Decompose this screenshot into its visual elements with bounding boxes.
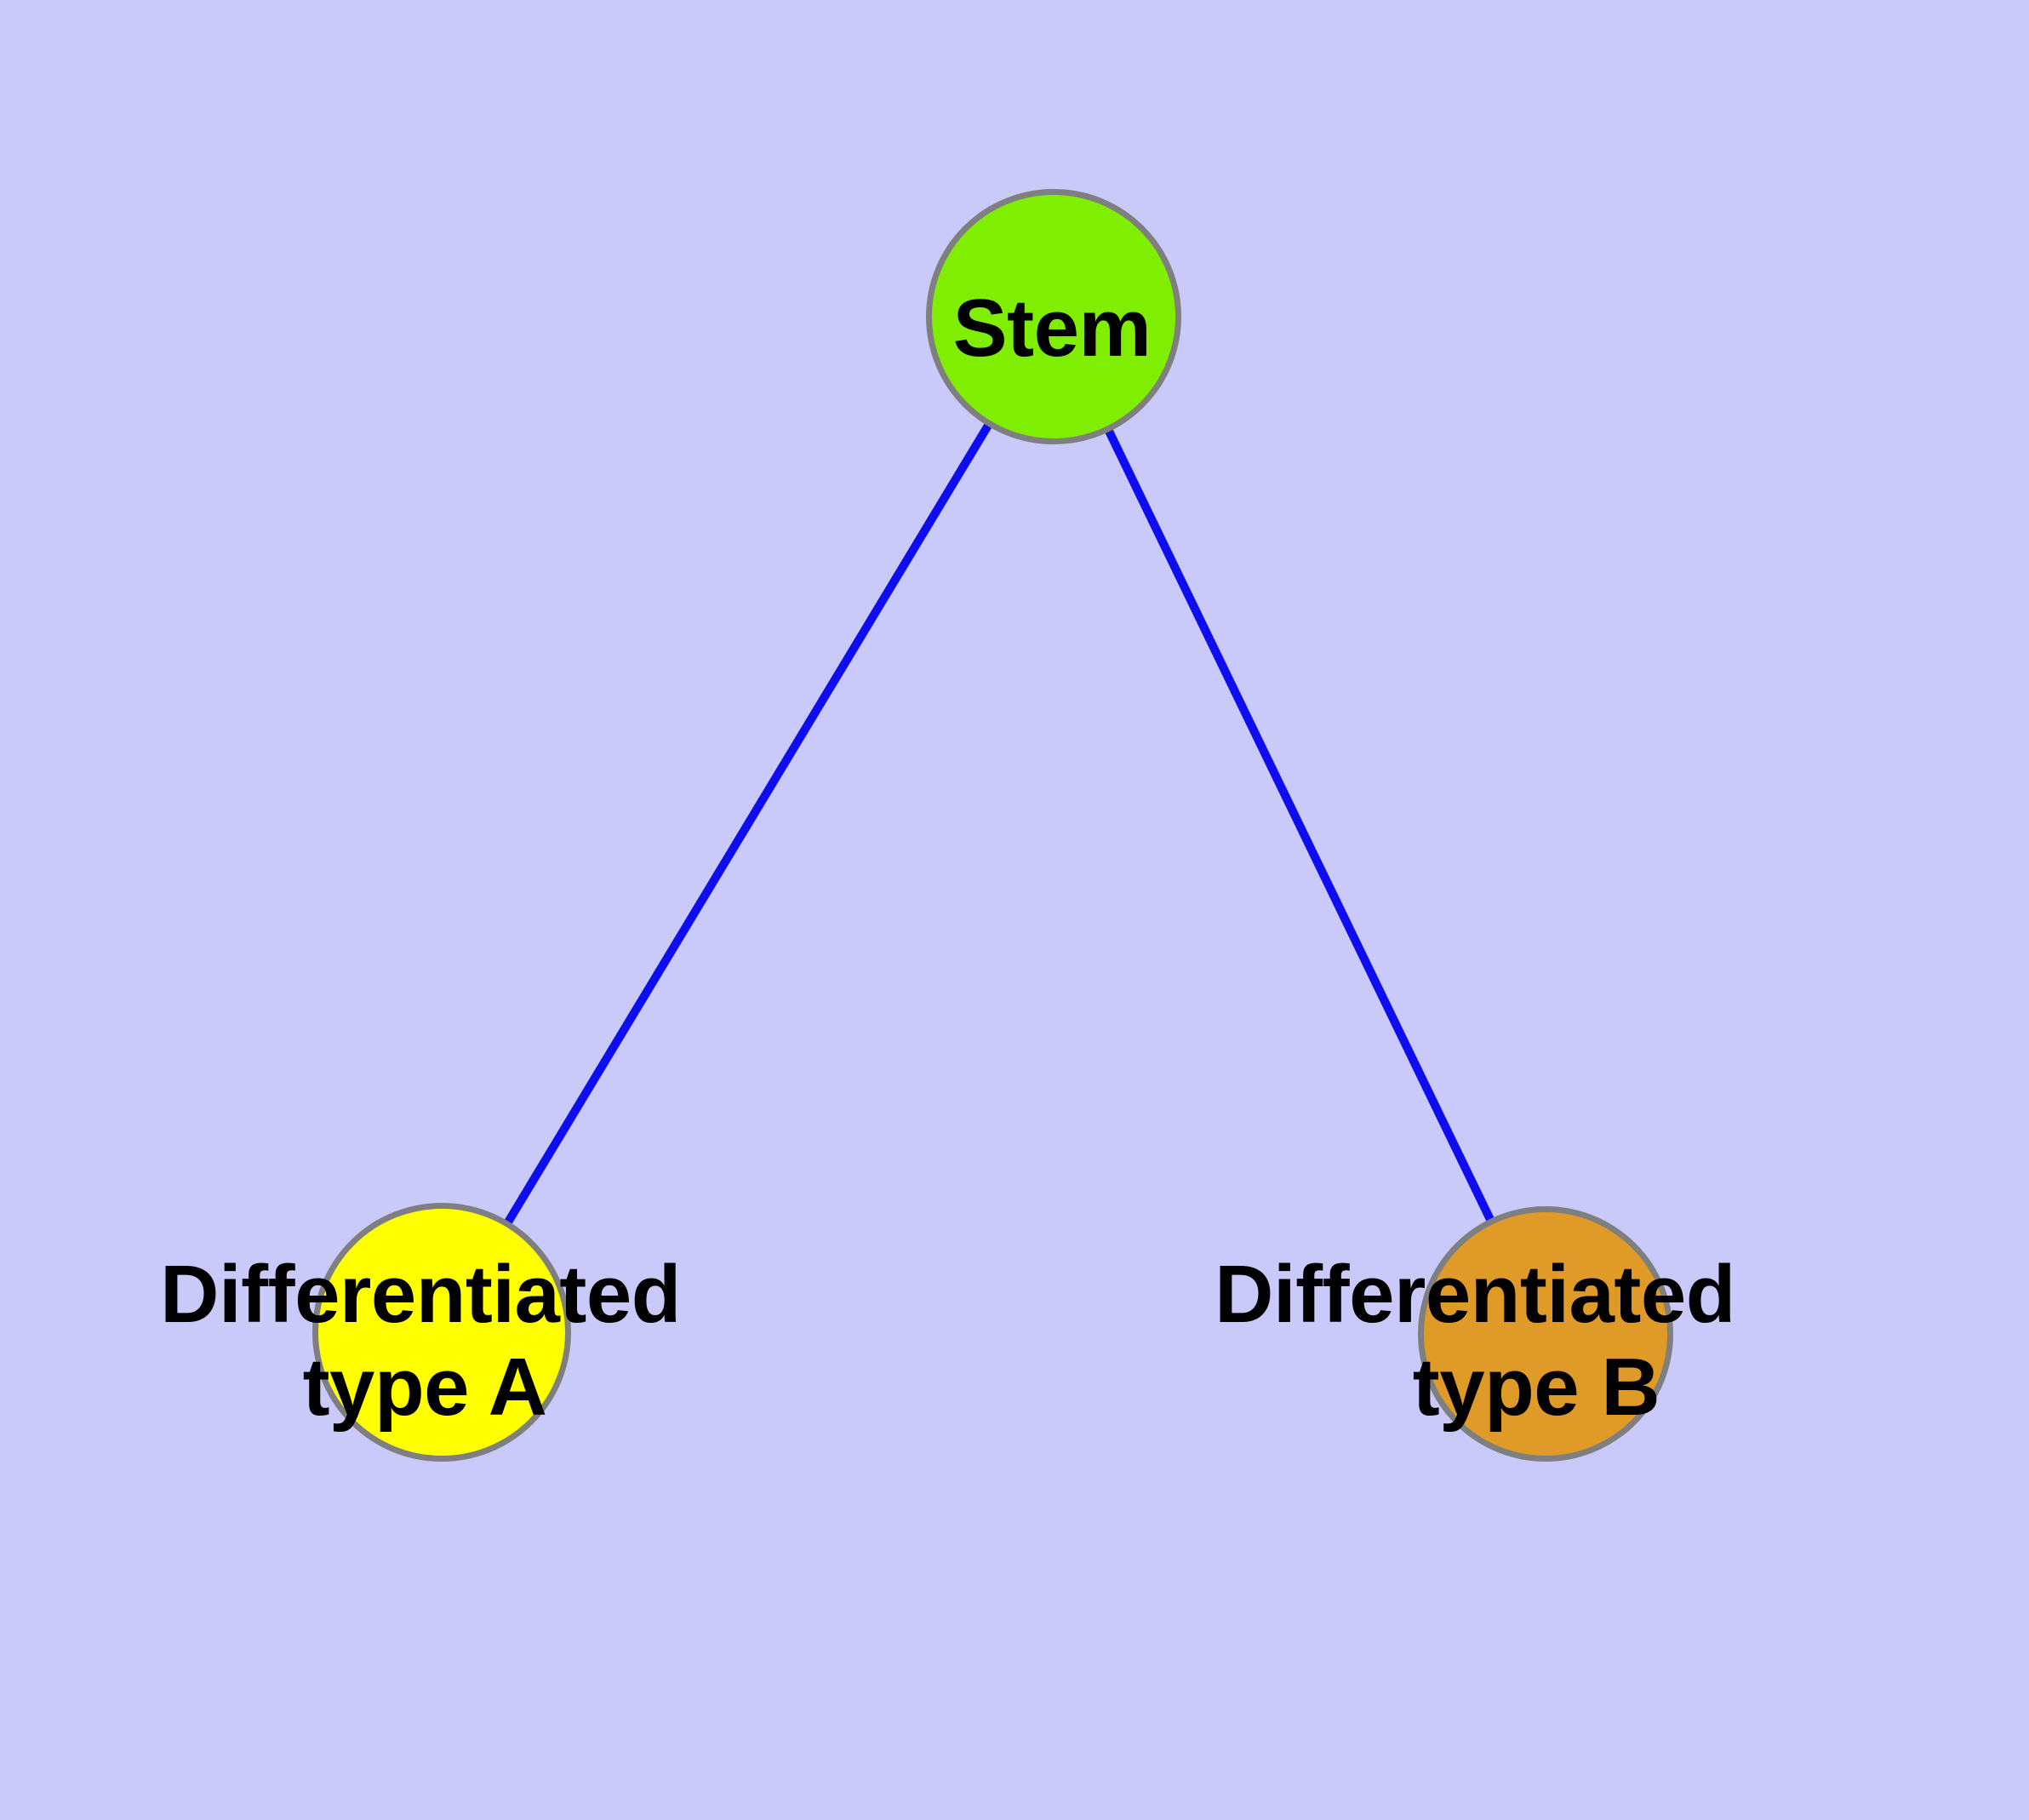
node-differentiated-type-b[interactable]	[1418, 1206, 1673, 1462]
edge-layer	[437, 314, 1550, 1336]
node-layer	[312, 189, 1673, 1462]
edge-stem-to-differentiated-type-a[interactable]	[437, 314, 1058, 1335]
edge-stem-to-differentiated-type-b[interactable]	[1049, 314, 1550, 1336]
node-stem[interactable]	[926, 189, 1181, 444]
node-differentiated-type-a[interactable]	[312, 1203, 571, 1462]
